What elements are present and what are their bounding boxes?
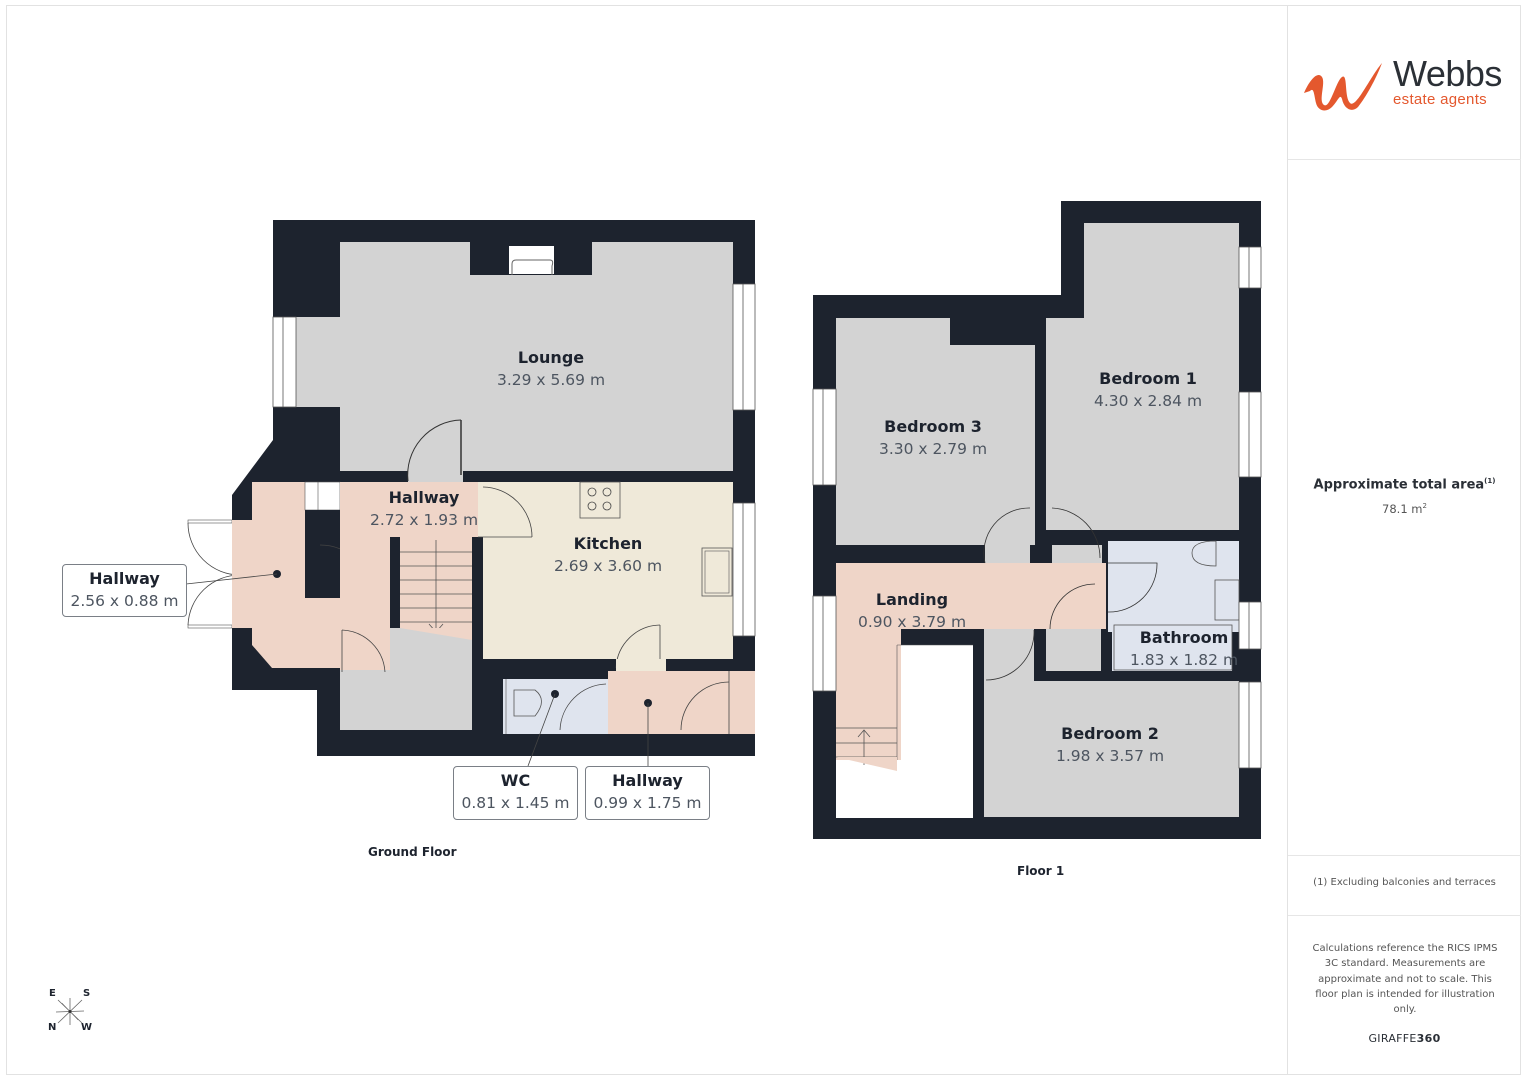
total-area-value: 78.1 m2 bbox=[1288, 502, 1521, 516]
room-dimensions: 2.56 x 0.88 m bbox=[70, 592, 179, 610]
room-dimensions: 0.81 x 1.45 m bbox=[461, 794, 570, 812]
footnote-text: (1) Excluding balconies and terraces bbox=[1313, 877, 1496, 888]
floor-plan-drawing bbox=[185, 201, 1262, 839]
compass-label-w: W bbox=[81, 1022, 93, 1033]
credit-suffix: 360 bbox=[1416, 1032, 1441, 1045]
room-dimensions: 2.69 x 3.60 m bbox=[553, 557, 663, 575]
info-sidebar: Webbs estate agents Approximate total ar… bbox=[1287, 5, 1521, 1075]
webbs-logo: Webbs estate agents bbox=[1300, 53, 1515, 115]
divider bbox=[1288, 915, 1521, 916]
room-name: Landing bbox=[875, 590, 949, 609]
ground-floor-plan bbox=[185, 220, 756, 767]
room-hallway-main: Hallway 2.72 x 1.93 m bbox=[370, 487, 478, 532]
room-bedroom-1: Bedroom 1 4.30 x 2.84 m bbox=[1094, 368, 1202, 413]
compass-label-s: S bbox=[83, 988, 91, 999]
total-area-label: Approximate total area(1) bbox=[1288, 477, 1521, 492]
room-callout-rear-hallway: Hallway 0.99 x 1.75 m bbox=[585, 766, 710, 820]
room-name: Lounge bbox=[517, 348, 585, 367]
disclaimer-text: Calculations reference the RICS IPMS 3C … bbox=[1312, 943, 1498, 1016]
room-dimensions: 0.99 x 1.75 m bbox=[593, 794, 702, 812]
logo-section: Webbs estate agents bbox=[1288, 5, 1521, 160]
compass-star-icon bbox=[55, 998, 85, 1025]
footnote-marker: (1) bbox=[1484, 477, 1496, 485]
compass: E S N W bbox=[40, 985, 100, 1040]
credit-prefix: GIRAFFE bbox=[1368, 1032, 1417, 1045]
room-callout-entrance-hallway: Hallway 2.56 x 0.88 m bbox=[62, 564, 187, 617]
room-dimensions: 4.30 x 2.84 m bbox=[1093, 392, 1203, 410]
room-name: Bedroom 3 bbox=[884, 417, 982, 436]
room-bathroom: Bathroom 1.83 x 1.82 m bbox=[1130, 627, 1238, 672]
room-name: Bathroom bbox=[1139, 628, 1229, 647]
room-callout-wc: WC 0.81 x 1.45 m bbox=[453, 766, 578, 820]
floor-1-plan bbox=[812, 201, 1262, 839]
divider bbox=[1288, 855, 1521, 856]
total-area-label-text: Approximate total area bbox=[1313, 477, 1485, 493]
compass-label-n: N bbox=[48, 1022, 57, 1033]
room-name: Kitchen bbox=[573, 534, 643, 553]
floor-label-first: Floor 1 bbox=[1017, 864, 1065, 878]
room-name: Hallway bbox=[89, 569, 160, 588]
room-name: Bedroom 1 bbox=[1099, 369, 1197, 388]
room-bedroom-2: Bedroom 2 1.98 x 3.57 m bbox=[1056, 723, 1164, 768]
room-bedroom-3: Bedroom 3 3.30 x 2.79 m bbox=[879, 416, 987, 461]
page-frame bbox=[6, 5, 1521, 1075]
compass-label-e: E bbox=[49, 988, 56, 999]
room-dimensions: 0.90 x 3.79 m bbox=[857, 613, 967, 631]
room-dimensions: 1.98 x 3.57 m bbox=[1055, 747, 1165, 765]
giraffe360-credit: GIRAFFE360 bbox=[1288, 1032, 1521, 1045]
area-unit-superscript: 2 bbox=[1422, 502, 1427, 511]
room-dimensions: 3.30 x 2.79 m bbox=[878, 440, 988, 458]
room-dimensions: 1.83 x 1.82 m bbox=[1129, 651, 1239, 669]
room-kitchen: Kitchen 2.69 x 3.60 m bbox=[554, 533, 662, 578]
room-dimensions: 3.29 x 5.69 m bbox=[496, 371, 606, 389]
room-name: Hallway bbox=[388, 488, 460, 507]
room-name: Bedroom 2 bbox=[1061, 724, 1159, 743]
room-lounge: Lounge 3.29 x 5.69 m bbox=[497, 347, 605, 392]
floor-label-ground: Ground Floor bbox=[368, 845, 457, 859]
room-name: WC bbox=[500, 771, 531, 790]
brand-name: Webbs bbox=[1393, 53, 1502, 94]
room-landing: Landing 0.90 x 3.79 m bbox=[858, 589, 966, 634]
brand-tagline: estate agents bbox=[1393, 91, 1487, 108]
total-area-value-text: 78.1 m bbox=[1382, 502, 1423, 516]
room-name: Hallway bbox=[612, 771, 683, 790]
room-dimensions: 2.72 x 1.93 m bbox=[369, 511, 479, 529]
w-swoosh-logo-icon bbox=[1304, 63, 1382, 111]
